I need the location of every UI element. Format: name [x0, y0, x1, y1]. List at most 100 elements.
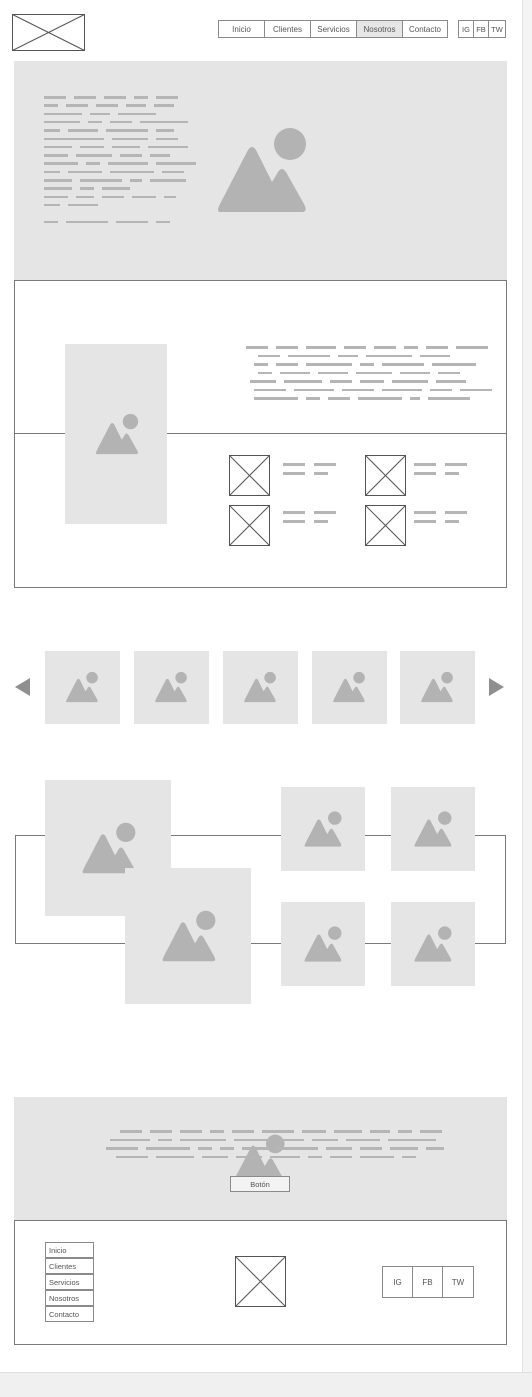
placeholder-text-line: [44, 145, 72, 149]
cta-button[interactable]: Botón: [230, 1176, 290, 1192]
feature-4-text: [445, 520, 459, 523]
content-divider: [14, 433, 507, 434]
placeholder-text-line: [402, 1155, 416, 1158]
placeholder-text-line: [44, 187, 72, 190]
feature-4-placeholder-icon: [365, 505, 406, 546]
placeholder-text-line: [346, 1138, 380, 1141]
placeholder-text-line: [392, 380, 428, 383]
placeholder-text-line: [306, 363, 352, 366]
placeholder-text-line: [294, 388, 334, 391]
feature-1-text: [314, 472, 328, 475]
nav-inicio[interactable]: Inicio: [218, 20, 265, 38]
placeholder-text-line: [66, 220, 108, 223]
carousel-next-arrow-icon[interactable]: [489, 678, 504, 696]
placeholder-text-line: [132, 195, 156, 199]
footer-menu-inicio[interactable]: Inicio: [45, 1242, 94, 1258]
placeholder-text-line: [210, 1130, 224, 1133]
placeholder-text-line: [44, 112, 82, 116]
scrollbar-track[interactable]: [522, 0, 532, 1396]
feature-1-text: [314, 463, 336, 466]
placeholder-text-line: [382, 388, 422, 391]
carousel-item-image-icon: [413, 669, 461, 705]
content-image-icon: [84, 410, 150, 458]
placeholder-text-line: [68, 170, 102, 174]
carousel-prev-arrow-icon[interactable]: [15, 678, 30, 696]
header-social-ig[interactable]: IG: [458, 20, 474, 38]
placeholder-text-line: [360, 1155, 394, 1158]
footer-social-tw[interactable]: TW: [442, 1266, 474, 1298]
placeholder-text-line: [438, 371, 460, 374]
placeholder-text-line: [156, 162, 196, 165]
nav-contacto[interactable]: Contacto: [402, 20, 448, 38]
placeholder-text-line: [110, 170, 154, 174]
placeholder-text-line: [68, 129, 98, 132]
placeholder-text-line: [338, 354, 358, 357]
footer-menu-nosotros[interactable]: Nosotros: [45, 1290, 94, 1306]
placeholder-text-line: [80, 179, 122, 182]
carousel-item-image-icon: [236, 669, 284, 705]
placeholder-text-line: [276, 1147, 318, 1150]
placeholder-text-line: [278, 1138, 304, 1141]
footer-social-ig[interactable]: IG: [382, 1266, 413, 1298]
placeholder-text-line: [80, 187, 94, 190]
footer-menu-contacto[interactable]: Contacto: [45, 1306, 94, 1322]
header-social-fb[interactable]: FB: [473, 20, 489, 38]
placeholder-text-line: [44, 162, 78, 165]
placeholder-text-line: [96, 104, 118, 107]
placeholder-text-line: [44, 154, 68, 157]
placeholder-text-line: [150, 1130, 172, 1133]
feature-3-text: [283, 511, 305, 514]
feature-1-text: [283, 463, 305, 466]
placeholder-text-line: [156, 1155, 194, 1158]
header-social-tw[interactable]: TW: [488, 20, 506, 38]
placeholder-text-line: [180, 1138, 226, 1141]
nav-servicios[interactable]: Servicios: [310, 20, 357, 38]
placeholder-text-line: [254, 363, 268, 366]
nav-nosotros[interactable]: Nosotros: [356, 20, 403, 38]
placeholder-text-line: [306, 346, 336, 349]
feature-4-text: [414, 520, 436, 523]
footer-menu-clientes[interactable]: Clientes: [45, 1258, 94, 1274]
carousel-item-image-icon: [147, 669, 195, 705]
placeholder-text-line: [108, 162, 148, 165]
feature-3-text: [314, 520, 328, 523]
placeholder-text-line: [250, 380, 276, 383]
placeholder-text-line: [284, 380, 322, 383]
placeholder-text-line: [150, 179, 186, 182]
placeholder-text-line: [410, 397, 420, 400]
footer-social-fb[interactable]: FB: [412, 1266, 443, 1298]
placeholder-text-line: [90, 112, 110, 116]
placeholder-text-line: [400, 371, 430, 374]
footer-logo-placeholder-icon: [235, 1256, 286, 1307]
placeholder-text-line: [106, 129, 148, 132]
placeholder-text-line: [326, 1147, 352, 1150]
placeholder-text-line: [140, 120, 188, 124]
hero-image-icon: [188, 120, 336, 220]
placeholder-text-line: [242, 1147, 268, 1150]
placeholder-text-line: [76, 195, 94, 199]
page-bottom-bar: [0, 1372, 532, 1397]
placeholder-text-line: [86, 162, 100, 165]
placeholder-text-line: [146, 1147, 190, 1150]
nav-clientes[interactable]: Clientes: [264, 20, 311, 38]
placeholder-text-line: [120, 1130, 142, 1133]
placeholder-text-line: [404, 346, 418, 349]
placeholder-text-line: [112, 145, 140, 149]
feature-3-text: [314, 511, 336, 514]
placeholder-text-line: [110, 120, 132, 124]
placeholder-text-line: [330, 1155, 352, 1158]
placeholder-text-line: [254, 397, 298, 400]
placeholder-text-line: [150, 154, 170, 157]
placeholder-text-line: [156, 220, 170, 223]
placeholder-text-line: [118, 112, 156, 116]
placeholder-text-line: [44, 220, 58, 223]
feature-1-text: [283, 472, 305, 475]
placeholder-text-line: [158, 1138, 172, 1141]
placeholder-text-line: [306, 397, 320, 400]
placeholder-text-line: [430, 388, 452, 391]
footer-menu-servicios[interactable]: Servicios: [45, 1274, 94, 1290]
placeholder-text-line: [234, 1138, 270, 1141]
placeholder-text-line: [44, 120, 80, 124]
placeholder-text-line: [80, 145, 104, 149]
gallery-image-icon: [146, 906, 232, 966]
